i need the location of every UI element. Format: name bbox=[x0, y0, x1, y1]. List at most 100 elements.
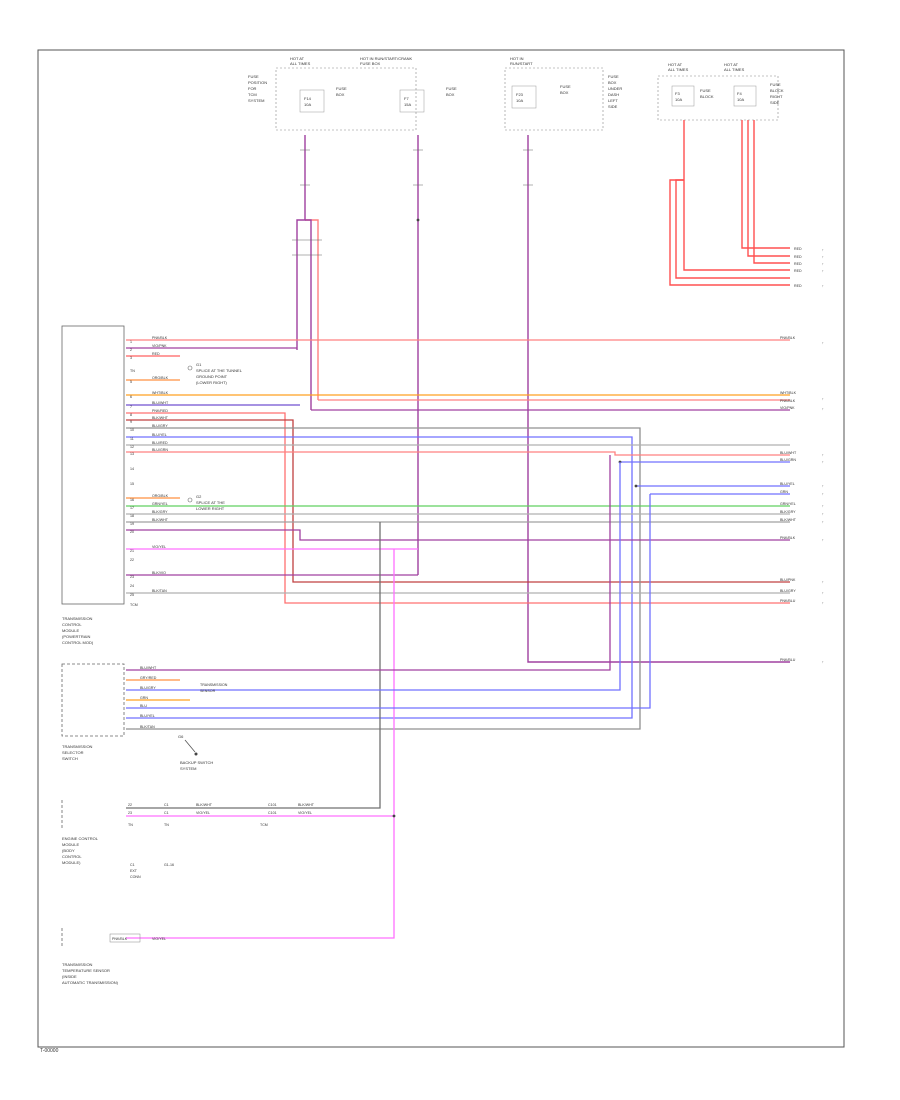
svg-text:RED: RED bbox=[794, 269, 802, 273]
selector-wires bbox=[126, 455, 651, 709]
svg-text:SPLICE AT THE TUNNEL: SPLICE AT THE TUNNEL bbox=[196, 368, 243, 373]
backup-sensor-label: G6 BACKUP SWITCH SYSTEM bbox=[178, 734, 213, 771]
svg-text:↑: ↑ bbox=[822, 407, 824, 411]
svg-text:(INSIDE: (INSIDE bbox=[62, 974, 77, 979]
svg-text:PNK/BLU: PNK/BLU bbox=[780, 599, 796, 603]
svg-text:PNK/BLK: PNK/BLK bbox=[780, 336, 796, 340]
svg-text:BLK/GRY: BLK/GRY bbox=[152, 510, 168, 514]
svg-text:↑: ↑ bbox=[822, 255, 824, 259]
svg-text:BLU/YEL: BLU/YEL bbox=[780, 482, 795, 486]
svg-text:SIDE: SIDE bbox=[608, 104, 618, 109]
svg-text:(LOWER RIGHT): (LOWER RIGHT) bbox=[196, 380, 228, 385]
svg-text:3: 3 bbox=[130, 356, 132, 360]
svg-text:BLU/YEL: BLU/YEL bbox=[152, 433, 167, 437]
svg-text:C101: C101 bbox=[268, 811, 277, 815]
svg-text:CONTROL: CONTROL bbox=[62, 622, 82, 627]
svg-text:BLK/WHT: BLK/WHT bbox=[152, 416, 169, 420]
svg-text:F14: F14 bbox=[304, 96, 312, 101]
svg-text:TCM: TCM bbox=[248, 92, 257, 97]
svg-text:21: 21 bbox=[130, 549, 134, 553]
svg-text:ENGINE CONTROL: ENGINE CONTROL bbox=[62, 836, 99, 841]
ecm-module: ENGINE CONTROL MODULE (BODY CONTROL MODU… bbox=[61, 800, 315, 879]
svg-text:9: 9 bbox=[130, 420, 132, 424]
svg-text:25: 25 bbox=[130, 593, 134, 597]
fuse-block-right: HOT AT ALL TIMES HOT AT ALL TIMES F3 10A… bbox=[657, 62, 784, 121]
svg-text:FUSE: FUSE bbox=[770, 82, 781, 87]
svg-text:EXT: EXT bbox=[130, 869, 138, 873]
svg-text:↑: ↑ bbox=[822, 591, 824, 595]
svg-text:10A: 10A bbox=[516, 98, 523, 103]
svg-text:VIO/YEL: VIO/YEL bbox=[298, 811, 312, 815]
svg-text:TRANSMISSION: TRANSMISSION bbox=[62, 744, 93, 749]
svg-text:BLK/TAN: BLK/TAN bbox=[152, 589, 167, 593]
svg-text:TCM: TCM bbox=[260, 823, 268, 827]
svg-text:CONN: CONN bbox=[130, 875, 141, 879]
svg-text:AUTOMATIC TRANSMISSION): AUTOMATIC TRANSMISSION) bbox=[62, 980, 119, 985]
svg-text:RED: RED bbox=[794, 284, 802, 288]
svg-text:BLU/GRY: BLU/GRY bbox=[152, 424, 168, 428]
svg-text:23: 23 bbox=[128, 811, 132, 815]
svg-text:FUSE: FUSE bbox=[336, 86, 347, 91]
svg-text:BLU/GRN: BLU/GRN bbox=[780, 458, 796, 462]
svg-text:C1: C1 bbox=[130, 863, 135, 867]
svg-text:6: 6 bbox=[130, 395, 132, 399]
svg-text:GRN: GRN bbox=[140, 696, 148, 700]
svg-text:BACKUP SWITCH: BACKUP SWITCH bbox=[180, 760, 213, 765]
svg-text:1: 1 bbox=[130, 340, 132, 344]
svg-text:10A: 10A bbox=[737, 97, 744, 102]
svg-text:SELECTOR: SELECTOR bbox=[62, 750, 84, 755]
svg-text:SWITCH: SWITCH bbox=[62, 756, 78, 761]
svg-text:BLU/GRN: BLU/GRN bbox=[152, 448, 168, 452]
svg-text:↑: ↑ bbox=[822, 284, 824, 288]
svg-text:F3: F3 bbox=[675, 91, 680, 96]
svg-text:VIO/YEL: VIO/YEL bbox=[152, 545, 166, 549]
svg-text:POSITION: POSITION bbox=[248, 80, 267, 85]
svg-text:TN: TN bbox=[130, 369, 135, 373]
svg-text:BLK/WHT: BLK/WHT bbox=[152, 518, 169, 522]
svg-text:↑: ↑ bbox=[822, 269, 824, 273]
fuse-box-under-dash: HOT IN RUN/START F23 10A FUSE BOX FUSE B… bbox=[504, 56, 622, 131]
temperature-sensor: PNK/BLK VIO/YEL TRANSMISSION TEMPERATURE… bbox=[61, 928, 166, 985]
svg-text:BLOCK: BLOCK bbox=[700, 94, 714, 99]
svg-text:↑: ↑ bbox=[822, 660, 824, 664]
svg-text:BLU/GRY: BLU/GRY bbox=[780, 589, 796, 593]
svg-text:FUSE BOX: FUSE BOX bbox=[360, 61, 381, 66]
diagram-frame bbox=[37, 49, 845, 1048]
svg-text:PNK/RED: PNK/RED bbox=[152, 409, 168, 413]
svg-text:BOX: BOX bbox=[336, 92, 345, 97]
svg-text:VIO/PNK: VIO/PNK bbox=[780, 406, 795, 410]
svg-text:ALL TIMES: ALL TIMES bbox=[290, 61, 311, 66]
svg-text:22: 22 bbox=[128, 803, 132, 807]
svg-text:↑: ↑ bbox=[822, 484, 824, 488]
svg-text:TN: TN bbox=[164, 823, 169, 827]
svg-text:↑: ↑ bbox=[822, 580, 824, 584]
svg-text:HOT IN: HOT IN bbox=[510, 56, 524, 61]
svg-text:ORG/BLK: ORG/BLK bbox=[152, 376, 169, 380]
svg-text:(BODY: (BODY bbox=[62, 848, 75, 853]
svg-text:F7: F7 bbox=[404, 96, 409, 101]
svg-text:BLU/GRY: BLU/GRY bbox=[140, 686, 156, 690]
svg-text:CONTROL: CONTROL bbox=[62, 854, 82, 859]
svg-text:18: 18 bbox=[130, 514, 134, 518]
svg-text:MODULE): MODULE) bbox=[62, 860, 81, 865]
svg-text:G1: G1 bbox=[196, 362, 202, 367]
svg-text:8: 8 bbox=[130, 413, 132, 417]
svg-text:GRN/YEL: GRN/YEL bbox=[152, 502, 168, 506]
svg-text:13: 13 bbox=[130, 452, 134, 456]
svg-text:↑: ↑ bbox=[822, 341, 824, 345]
svg-text:RED: RED bbox=[794, 255, 802, 259]
selector-switch: TRANSMISSION SELECTOR SWITCH bbox=[61, 663, 125, 761]
svg-text:20: 20 bbox=[130, 530, 134, 534]
svg-text:(POWERTRAIN: (POWERTRAIN bbox=[62, 634, 90, 639]
svg-text:LEFT: LEFT bbox=[608, 98, 618, 103]
svg-text:F4: F4 bbox=[737, 91, 742, 96]
svg-text:SENSOR: SENSOR bbox=[200, 689, 216, 693]
svg-text:16: 16 bbox=[130, 498, 134, 502]
svg-text:FUSE: FUSE bbox=[446, 86, 457, 91]
svg-text:C101: C101 bbox=[268, 803, 277, 807]
ground-mid-label: G2 SPLICE AT THE LOWER RIGHT bbox=[187, 494, 225, 511]
svg-text:BLK/WHT: BLK/WHT bbox=[780, 518, 797, 522]
svg-text:23: 23 bbox=[130, 575, 134, 579]
svg-text:15A: 15A bbox=[404, 102, 411, 107]
svg-text:RED: RED bbox=[794, 262, 802, 266]
